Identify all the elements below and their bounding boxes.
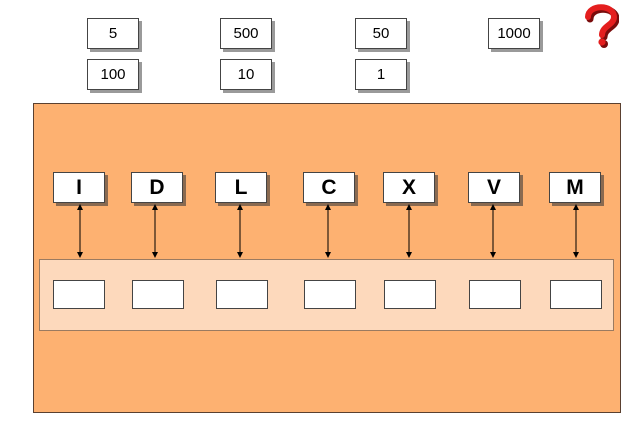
answer-tray bbox=[39, 259, 614, 331]
value-tile-5[interactable]: 5 bbox=[87, 18, 139, 49]
numeral-tile-v: V bbox=[468, 172, 520, 203]
numeral-tile-x: X bbox=[383, 172, 435, 203]
value-tile-1[interactable]: 1 bbox=[355, 59, 407, 90]
numeral-tile-m: M bbox=[549, 172, 601, 203]
value-tile-100[interactable]: 100 bbox=[87, 59, 139, 90]
game-board: I D L C X V M bbox=[33, 103, 621, 413]
drop-slot-c[interactable] bbox=[304, 280, 356, 309]
drop-slot-d[interactable] bbox=[132, 280, 184, 309]
drop-slot-l[interactable] bbox=[216, 280, 268, 309]
drop-slot-i[interactable] bbox=[53, 280, 105, 309]
drop-slot-v[interactable] bbox=[469, 280, 521, 309]
numeral-tile-c: C bbox=[303, 172, 355, 203]
question-mark-icon[interactable] bbox=[583, 2, 620, 48]
value-tile-10[interactable]: 10 bbox=[220, 59, 272, 90]
value-tile-500[interactable]: 500 bbox=[220, 18, 272, 49]
drop-slot-m[interactable] bbox=[550, 280, 602, 309]
value-tile-50[interactable]: 50 bbox=[355, 18, 407, 49]
numeral-tile-i: I bbox=[53, 172, 105, 203]
value-tile-1000[interactable]: 1000 bbox=[488, 18, 540, 49]
drop-slot-x[interactable] bbox=[384, 280, 436, 309]
numeral-tile-l: L bbox=[215, 172, 267, 203]
numeral-tile-d: D bbox=[131, 172, 183, 203]
